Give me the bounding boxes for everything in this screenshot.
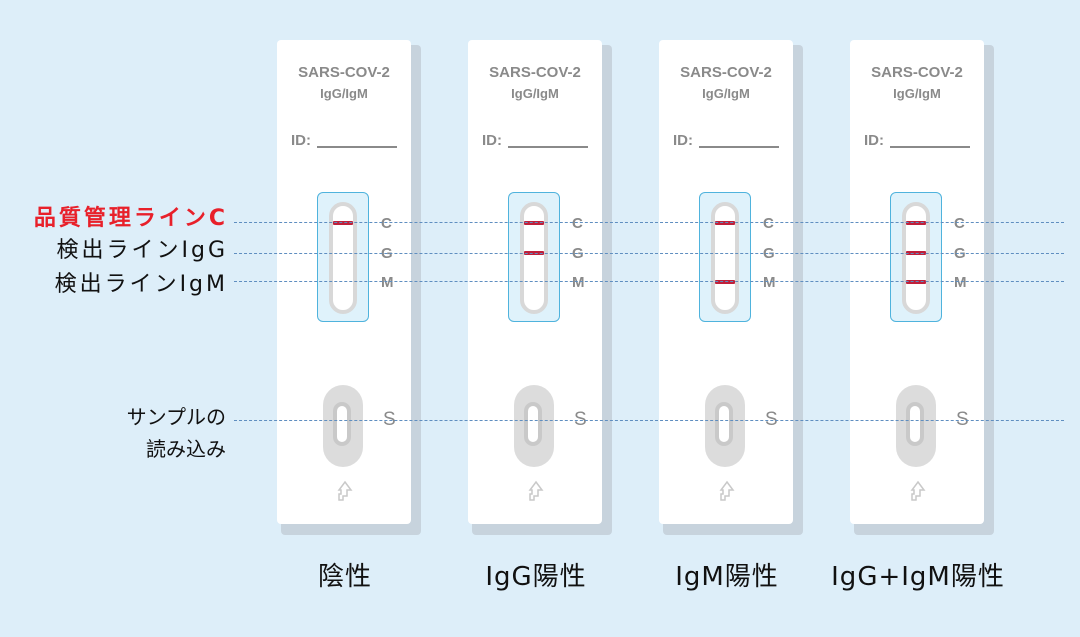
- mark-s: S: [765, 409, 778, 430]
- mark-s: S: [956, 409, 969, 430]
- cassette-brand: SARS-COV-2: [298, 64, 390, 81]
- arrow-up-icon: [910, 480, 926, 501]
- mark-m: M: [381, 274, 394, 291]
- arrow-up-icon: [719, 480, 735, 501]
- sample-well-hole: [524, 402, 542, 446]
- igm-band: [715, 280, 735, 284]
- cassette-brand: SARS-COV-2: [871, 64, 963, 81]
- igm-band: [906, 280, 926, 284]
- id-write-line: [317, 146, 397, 148]
- id-write-line: [890, 146, 970, 148]
- control-guide-line: [234, 222, 1064, 223]
- arrow-up-icon: [528, 480, 544, 501]
- id-label: ID:: [291, 132, 311, 149]
- result-strip: [520, 202, 548, 314]
- id-label: ID:: [482, 132, 502, 149]
- control-band: [906, 221, 926, 225]
- cassette-subtitle: IgG/IgM: [893, 86, 941, 101]
- cassette-brand: SARS-COV-2: [489, 64, 581, 81]
- mark-c: C: [763, 215, 774, 232]
- sample-label-line2: 読み込み: [146, 437, 226, 461]
- cassette-subtitle: IgG/IgM: [702, 86, 750, 101]
- mark-m: M: [954, 274, 967, 291]
- arrow-up-icon: [337, 480, 353, 501]
- sample-guide-line: [234, 420, 1064, 421]
- mark-c: C: [381, 215, 392, 232]
- sample-well-hole: [715, 402, 733, 446]
- igm-guide-line: [234, 281, 1064, 282]
- cassette-brand: SARS-COV-2: [680, 64, 772, 81]
- cassette-subtitle: IgG/IgM: [511, 86, 559, 101]
- result-label: IgG+IgM陽性: [831, 562, 1005, 592]
- control-band: [333, 221, 353, 225]
- control-band: [524, 221, 544, 225]
- mark-c: C: [572, 215, 583, 232]
- mark-s: S: [383, 409, 396, 430]
- cassette-subtitle: IgG/IgM: [320, 86, 368, 101]
- sample-well-hole: [333, 402, 351, 446]
- sample-label-line1: サンプルの: [126, 405, 226, 429]
- control-band: [715, 221, 735, 225]
- result-strip: [329, 202, 357, 314]
- result-label: 陰性: [317, 562, 372, 592]
- id-label: ID:: [864, 132, 884, 149]
- igg-line-label: 検出ラインIgG: [56, 238, 228, 263]
- mark-m: M: [763, 274, 776, 291]
- result-strip: [902, 202, 930, 314]
- sample-well-hole: [906, 402, 924, 446]
- id-write-line: [699, 146, 779, 148]
- result-label: IgM陽性: [675, 562, 779, 592]
- result-label: IgG陽性: [485, 562, 587, 592]
- id-write-line: [508, 146, 588, 148]
- control-line-label: 品質管理ラインC: [33, 206, 228, 231]
- mark-c: C: [954, 215, 965, 232]
- id-label: ID:: [673, 132, 693, 149]
- mark-m: M: [572, 274, 585, 291]
- mark-s: S: [574, 409, 587, 430]
- igg-guide-line: [234, 253, 1064, 254]
- result-strip: [711, 202, 739, 314]
- igm-line-label: 検出ラインIgM: [54, 272, 228, 297]
